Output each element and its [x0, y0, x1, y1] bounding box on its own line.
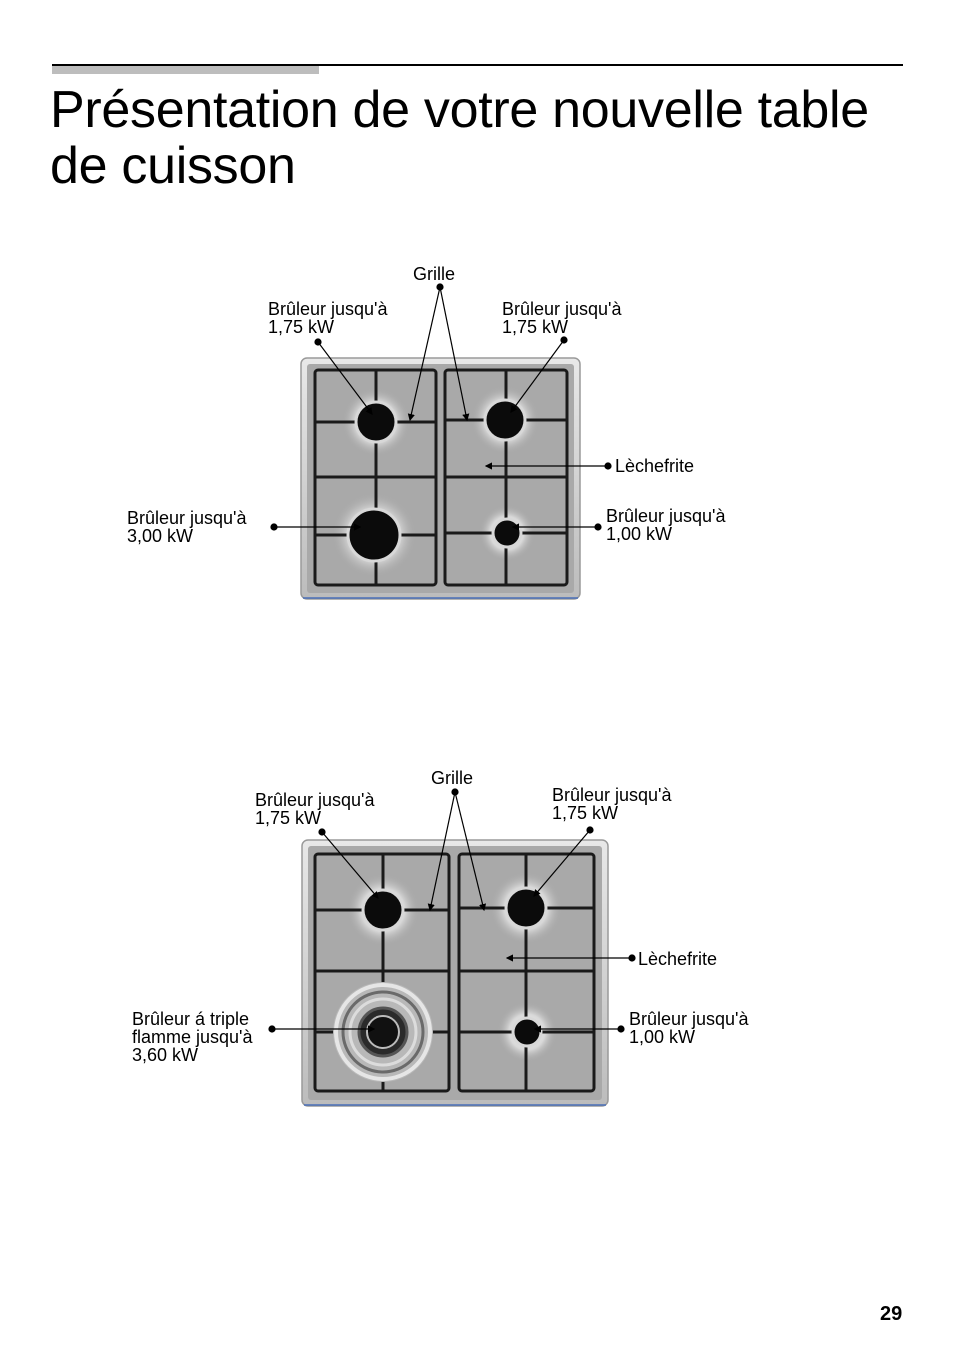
cooktop-1-burner-top-left — [354, 400, 398, 444]
cooktop-1-label-burner-top-right: Brûleur jusqu'à 1,75 kW — [502, 299, 622, 337]
cooktop-2-label-burner-bottom-right: Brûleur jusqu'à 1,00 kW — [629, 1009, 749, 1047]
cooktop-2-burner-top-left — [361, 888, 405, 932]
cooktop-1-label-drip-tray: Lèchefrite — [615, 456, 695, 476]
page-title: Présentation de votre nouvelle table de … — [50, 82, 930, 194]
cooktop-1-grate-left — [313, 368, 438, 587]
cooktop-2-burner-bottom-right — [511, 1016, 543, 1048]
cooktop-1-label-grille: Grille — [413, 264, 456, 284]
cooktop-2-burner-triple-flame — [315, 971, 449, 1091]
cooktop-1-burner-bottom-right — [491, 517, 523, 549]
cooktop-2-grate-left — [313, 852, 451, 1093]
cooktop-1-grate-right — [443, 368, 569, 587]
cooktop-2-burner-top-right — [504, 886, 548, 930]
header-accent-bar — [52, 66, 319, 74]
cooktop-1-label-burner-bottom-right: Brûleur jusqu'à 1,00 kW — [606, 506, 726, 544]
page-number: 29 — [880, 1303, 903, 1325]
cooktop-1-burner-bottom-left — [346, 507, 402, 563]
cooktop-2-panel — [301, 839, 609, 1107]
header-rule — [52, 64, 903, 66]
cooktop-1-label-burner-top-left: Brûleur jusqu'à 1,75 kW — [268, 299, 388, 337]
cooktop-1-label-burner-bottom-left: Brûleur jusqu'à 3,00 kW — [127, 508, 247, 546]
cooktop-2-label-burner-triple-flame: Brûleur á triple flamme jusqu'à 3,60 kW — [132, 1009, 253, 1065]
cooktop-2-label-drip-tray: Lèchefrite — [638, 949, 718, 969]
cooktop-1-panel — [300, 357, 581, 600]
cooktop-2-grate-right — [457, 852, 596, 1093]
page-title-line-2: de cuisson — [50, 137, 296, 195]
cooktop-1-burner-top-right — [483, 398, 527, 442]
cooktop-2-label-grille: Grille — [431, 768, 474, 788]
cooktop-2-label-burner-top-right: Brûleur jusqu'à 1,75 kW — [552, 785, 672, 823]
cooktop-2-label-burner-top-left: Brûleur jusqu'à 1,75 kW — [255, 790, 375, 828]
cooktop-1-burner-halos — [332, 386, 539, 577]
page-title-line-1: Présentation de votre nouvelle table — [50, 81, 869, 139]
cooktop-2-burner-halos — [347, 872, 562, 1062]
